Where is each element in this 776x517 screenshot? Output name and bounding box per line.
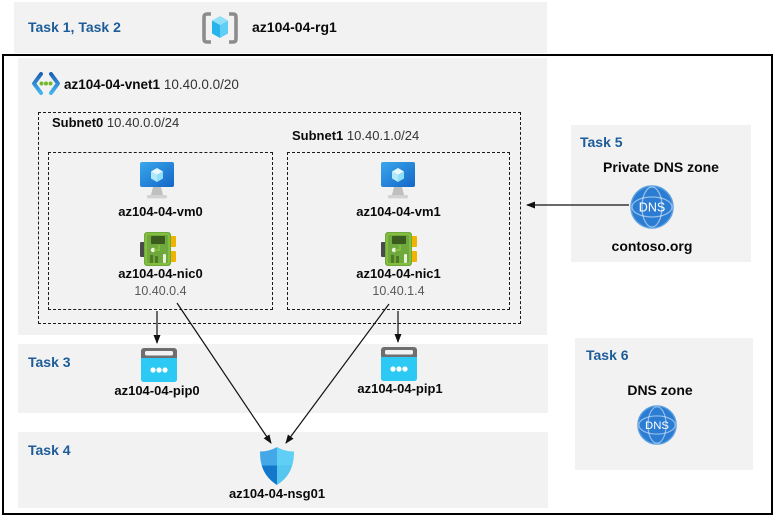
private-dns-zone-icon: DNS <box>630 185 674 229</box>
task-3-band: Task 3 <box>18 344 548 413</box>
vm1-icon <box>380 161 416 201</box>
nic1-ip: 10.40.1.4 <box>372 284 425 298</box>
vm0-icon <box>139 161 175 201</box>
task-1-2-label: Task 1, Task 2 <box>28 19 121 35</box>
subnet0-box <box>48 152 273 310</box>
nic0-icon <box>139 230 177 268</box>
nic1-icon <box>380 230 418 268</box>
task-6-label: Task 6 <box>586 347 629 363</box>
dns-icon-text: DNS <box>645 420 669 432</box>
private-dns-zone-title: Private DNS zone <box>603 159 719 175</box>
task-5-label: Task 5 <box>580 134 623 150</box>
pip0-icon <box>141 348 177 382</box>
pip1-icon <box>381 347 417 381</box>
subnets-container <box>38 112 521 324</box>
task-6-box: Task 6 DNS zone <box>575 338 753 470</box>
resource-group-icon <box>200 11 240 45</box>
subnet0-cidr: 10.40.0.0/24 <box>106 115 180 130</box>
pip0-label: az104-04-pip0 <box>114 383 200 398</box>
task-3-label: Task 3 <box>28 354 71 370</box>
vm1-label: az104-04-vm1 <box>356 204 441 219</box>
vnet-panel <box>18 58 547 335</box>
nsg-label: az104-04-nsg01 <box>228 486 326 501</box>
task-4-label: Task 4 <box>28 442 71 458</box>
nic0-label: az104-04-nic0 <box>118 266 203 281</box>
dns-zone-icon: DNS <box>637 405 677 445</box>
dns-zone-title: DNS zone <box>627 382 693 398</box>
vm0-label: az104-04-vm0 <box>118 204 203 219</box>
subnet1-cidr: 10.40.1.0/24 <box>346 128 420 143</box>
subnet1-box <box>287 152 510 310</box>
virtual-network-icon <box>31 70 61 97</box>
nic0-ip: 10.40.0.4 <box>134 284 187 298</box>
nsg-shield-icon <box>258 446 296 486</box>
nic1-label: az104-04-nic1 <box>356 266 441 281</box>
subnet1-name: Subnet1 <box>292 128 344 143</box>
vnet-cidr: 10.40.0.0/20 <box>163 77 239 92</box>
vnet-name: az104-04-vnet1 <box>64 77 161 92</box>
task-1-2-band: Task 1, Task 2 <box>14 2 547 53</box>
resource-group-label: az104-04-rg1 <box>252 19 337 35</box>
subnet0-name: Subnet0 <box>52 115 104 130</box>
contoso-org-label: contoso.org <box>611 238 693 254</box>
dns-icon-text: DNS <box>639 201 665 215</box>
pip1-label: az104-04-pip1 <box>357 381 443 396</box>
